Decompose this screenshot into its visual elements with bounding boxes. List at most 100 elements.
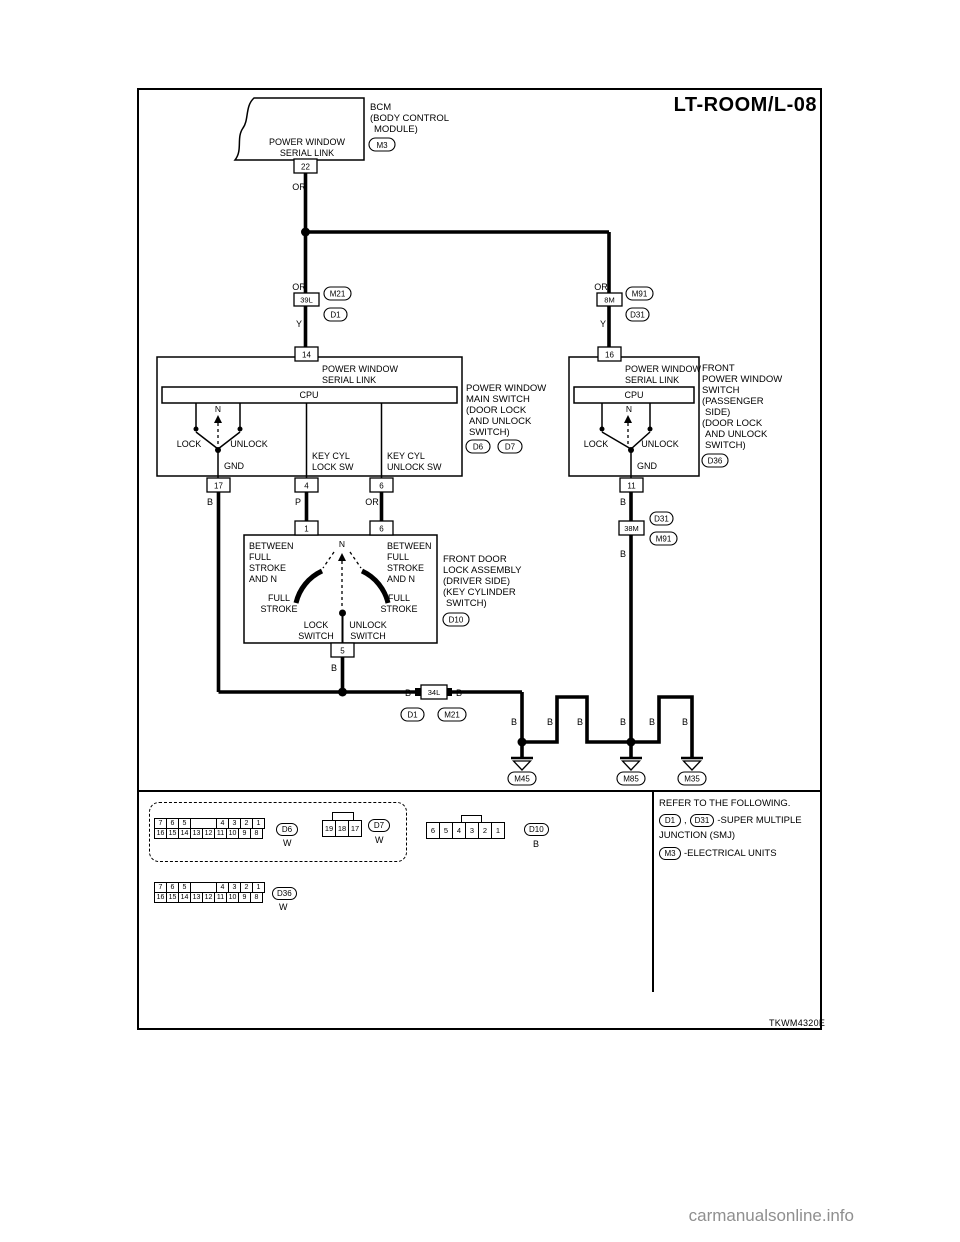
- connector-view-d7: 19 18 17: [322, 812, 362, 837]
- junction-dot: [517, 737, 527, 747]
- main-switch-serial-1: POWER WINDOW: [322, 364, 398, 374]
- reference-smj-row: D1 , D31 -SUPER MULTIPLE: [659, 814, 802, 827]
- keycyl-caption-4: (KEY CYLINDER: [443, 587, 516, 598]
- contact-dot: [193, 426, 199, 432]
- reference-smj-text-2: JUNCTION (SMJ): [659, 830, 735, 841]
- wire-color-p-4: P: [295, 497, 301, 507]
- bcm-connector-label: M3: [376, 141, 388, 150]
- connector-label-d10: D10: [449, 616, 464, 625]
- wire-color-b-g3: B: [577, 717, 583, 727]
- connector-color-d36: W: [279, 902, 288, 912]
- connector-view-d36: 7 6 5 4 3 2 1 16 15 14 13 12 11 10: [154, 882, 265, 903]
- wire-color-b-34l-right: B: [456, 688, 462, 698]
- keycyl-lock-arc: [293, 568, 324, 604]
- pin-cell: 3: [465, 822, 479, 839]
- main-switch-wiper-arms: [195, 431, 241, 450]
- connector-oval-d1: [323, 307, 348, 322]
- pin-label-6: 6: [379, 482, 384, 491]
- pin-box-11: [619, 477, 644, 493]
- keycyl-unlock-sw-1: KEY CYL: [387, 451, 425, 461]
- between-left-1: BETWEEN: [249, 541, 294, 551]
- pw-switch-caption-8: SWITCH): [705, 440, 746, 451]
- full-stroke-left-2: STROKE: [260, 604, 297, 614]
- connector-oval-d31: [625, 307, 650, 322]
- pin-box-6: [369, 477, 394, 493]
- pin-label-5: 5: [340, 647, 345, 656]
- connector-label-d7: D7: [505, 443, 516, 452]
- smj-box-38m: [618, 520, 645, 536]
- figure-code: TKWM4320E: [769, 1018, 826, 1028]
- reference-electrical-text: -ELECTRICAL UNITS: [684, 848, 777, 859]
- neutral-arrow: [214, 415, 222, 423]
- connector-label-d1b: D1: [407, 711, 418, 720]
- main-switch-box: [156, 356, 463, 477]
- pin-label-6b: 6: [379, 525, 384, 534]
- pw-switch-serial-2: SERIAL LINK: [625, 375, 679, 385]
- contact-dot: [237, 426, 243, 432]
- main-switch-caption-1: POWER WINDOW: [466, 383, 546, 394]
- wire-ground-jumper-2: [631, 695, 694, 758]
- junction-dot: [626, 737, 636, 747]
- junction-dot: [338, 687, 347, 697]
- smj-34l-tab-right: [446, 688, 452, 696]
- connector-oval-d10-view: D10: [524, 823, 549, 836]
- pin-box-22: [293, 158, 318, 174]
- smj-terminal-38m: 38M: [624, 524, 639, 533]
- connector-color-d10: B: [533, 839, 540, 849]
- full-stroke-left-1: FULL: [268, 593, 290, 603]
- wire-color-or-top: OR: [292, 182, 306, 192]
- connector-oval-d1b: [400, 707, 425, 722]
- pin-box-14: [294, 346, 319, 362]
- connector-label-d6: D6: [473, 443, 484, 452]
- connector-oval-m91b: [649, 531, 678, 546]
- ground-symbol-m85: [616, 756, 646, 786]
- between-left-3: STROKE: [249, 563, 286, 573]
- between-right-4: AND N: [387, 574, 415, 584]
- unlock-switch-label-2: SWITCH: [350, 631, 386, 641]
- full-stroke-right-2: STROKE: [380, 604, 417, 614]
- pin-box-16: [597, 346, 622, 362]
- ground-symbol-m45: [507, 756, 537, 786]
- pin-label-11: 11: [627, 482, 636, 491]
- wire-color-b-g1: B: [511, 717, 517, 727]
- main-switch-contact-lines: [195, 403, 241, 427]
- wire-color-or-left: OR: [292, 282, 306, 292]
- connector-oval-m21b: [437, 707, 467, 722]
- wire-color-or-6: OR: [365, 497, 379, 507]
- pin-box-6b: [369, 520, 394, 536]
- connector-reference-section: 7 6 5 4 3 2 1 16 15 14 13 12 11 10: [139, 790, 825, 1030]
- lock-switch-label-2: SWITCH: [298, 631, 334, 641]
- smj-terminal-8m: 8M: [604, 296, 614, 305]
- main-switch-caption-5: SWITCH): [469, 427, 510, 438]
- smj-34l-tab-left: [415, 688, 421, 696]
- connector-oval-m91: [625, 286, 654, 301]
- main-switch-lock-label: LOCK: [177, 439, 202, 449]
- wire-color-b-g4: B: [620, 717, 626, 727]
- reference-smj-text: -SUPER MULTIPLE: [717, 815, 802, 826]
- keycyl-caption-1: FRONT DOOR: [443, 554, 507, 565]
- pin-cell: 5: [439, 822, 453, 839]
- pw-switch-cpu-box: [573, 386, 695, 404]
- pin-box-4: [294, 477, 319, 493]
- pw-switch-unlock-label: UNLOCK: [641, 439, 679, 449]
- reference-title: REFER TO THE FOLLOWING.: [659, 798, 791, 809]
- connector-label-d31: D31: [630, 311, 645, 320]
- connector-oval-m3-ref: M3: [659, 847, 681, 860]
- connector-key-tab: [461, 815, 482, 822]
- wire-ground-baseline: [218, 690, 524, 758]
- connector-oval-d7-view: D7: [368, 819, 390, 832]
- connector-label-m91: M91: [632, 290, 648, 299]
- smj-box-34l: [420, 684, 448, 700]
- pw-switch-cpu-label: CPU: [624, 390, 643, 400]
- wire-color-b-g2: B: [547, 717, 553, 727]
- keycyl-caption-3: (DRIVER SIDE): [443, 576, 510, 587]
- pin-box-17: [206, 477, 231, 493]
- ground-label-m45: M45: [514, 775, 530, 784]
- pin-cell: 19: [322, 820, 336, 837]
- wire-color-y-right: Y: [600, 319, 606, 329]
- main-switch-gnd-label: GND: [224, 461, 245, 471]
- main-switch-cpu-label: CPU: [299, 390, 318, 400]
- reference-separator: ,: [684, 815, 687, 826]
- watermark: carmanualsonline.info: [688, 1206, 854, 1225]
